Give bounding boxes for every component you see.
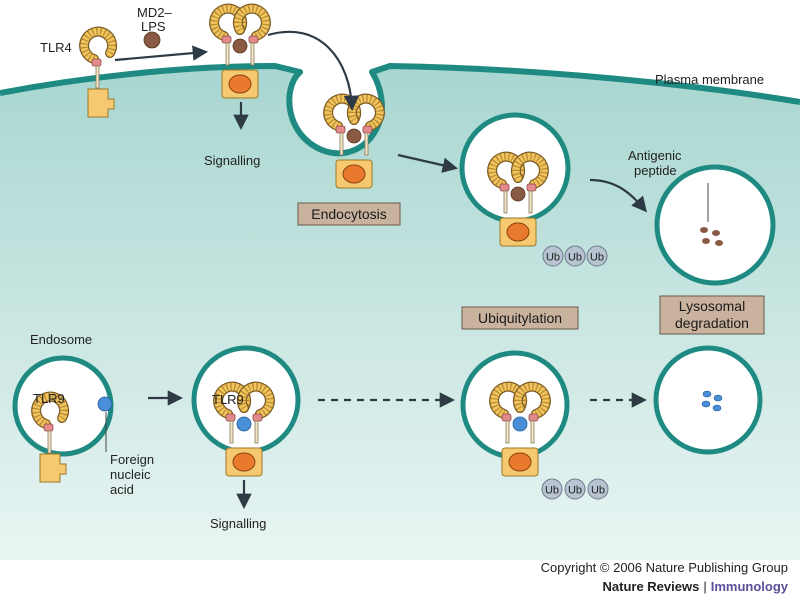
ubiquitylation-box (461, 306, 579, 330)
ub-6: Ub (591, 485, 605, 497)
endocytosis-box (297, 202, 401, 226)
arrow-tlr4-to-dimer (114, 45, 209, 62)
journal-credit: Nature Reviews|Immunology (603, 579, 789, 594)
endosome-label: Endosome (30, 332, 92, 347)
ubiquitylation-label: Ubiquitylation (478, 310, 562, 326)
plasma-membrane-label: Plasma membrane (655, 72, 764, 87)
endocytosis-label: Endocytosis (311, 206, 386, 222)
md2-lps-ball (143, 31, 161, 49)
cytoplasm-fill (0, 66, 800, 560)
lysosomal-box (659, 295, 765, 335)
foreign-nucleic-acid (97, 396, 113, 412)
md2-lps-label-1: MD2– (137, 5, 172, 20)
journal-separator: | (703, 579, 707, 594)
lysosomal-label-1: Lysosomal (679, 298, 745, 314)
foreign-label-3: acid (110, 482, 134, 497)
tlr9-left-label: TLR9 (33, 391, 65, 406)
signalling-top-label: Signalling (204, 153, 260, 168)
ub-3: Ub (590, 252, 604, 264)
signalling-bottom-label: Signalling (210, 516, 266, 531)
tlr4-dimer-endosome (492, 157, 544, 246)
ub-5: Ub (568, 485, 582, 497)
arrow-into-pit (267, 30, 360, 112)
ub-4: Ub (545, 485, 559, 497)
arrow-pit-to-endosome (397, 153, 459, 173)
antigenic-label-2: peptide (634, 163, 677, 178)
journal-subtitle: Immunology (710, 579, 788, 594)
lysosomal-label-2: degradation (675, 315, 749, 331)
ub-chain-bottom: Ub Ub Ub (541, 478, 609, 500)
tlr4-dimer-membrane (214, 9, 266, 98)
ub-1: Ub (546, 252, 560, 264)
arrow-to-lysosome (589, 178, 647, 213)
lysosome-bottom (653, 345, 763, 455)
tlr9-dimer-signalling (218, 387, 270, 476)
ub-2: Ub (568, 252, 582, 264)
copyright: Copyright © 2006 Nature Publishing Group (540, 560, 788, 575)
antigenic-peptides (700, 227, 723, 246)
tlr9-monomer (36, 397, 66, 483)
journal-name: Nature Reviews (602, 579, 700, 594)
ub-chain-top: Ub Ub Ub (542, 245, 608, 267)
foreign-label-2: nucleic (110, 467, 151, 482)
foreign-label-1: Foreign (110, 452, 154, 467)
tlr4-monomer (84, 32, 114, 118)
lysosome-top (654, 164, 776, 286)
arrows (114, 30, 648, 510)
tlr9-dimer-endosome (494, 387, 546, 476)
antigenic-label-1: Antigenic (628, 148, 682, 163)
tlr9-mid-label: TLR9 (212, 392, 244, 407)
tlr4-label: TLR4 (40, 40, 72, 55)
md2-lps-label-2: LPS (141, 19, 166, 34)
tlr4-dimer-pit (328, 99, 380, 188)
degraded-nucleic-acid (701, 390, 723, 412)
